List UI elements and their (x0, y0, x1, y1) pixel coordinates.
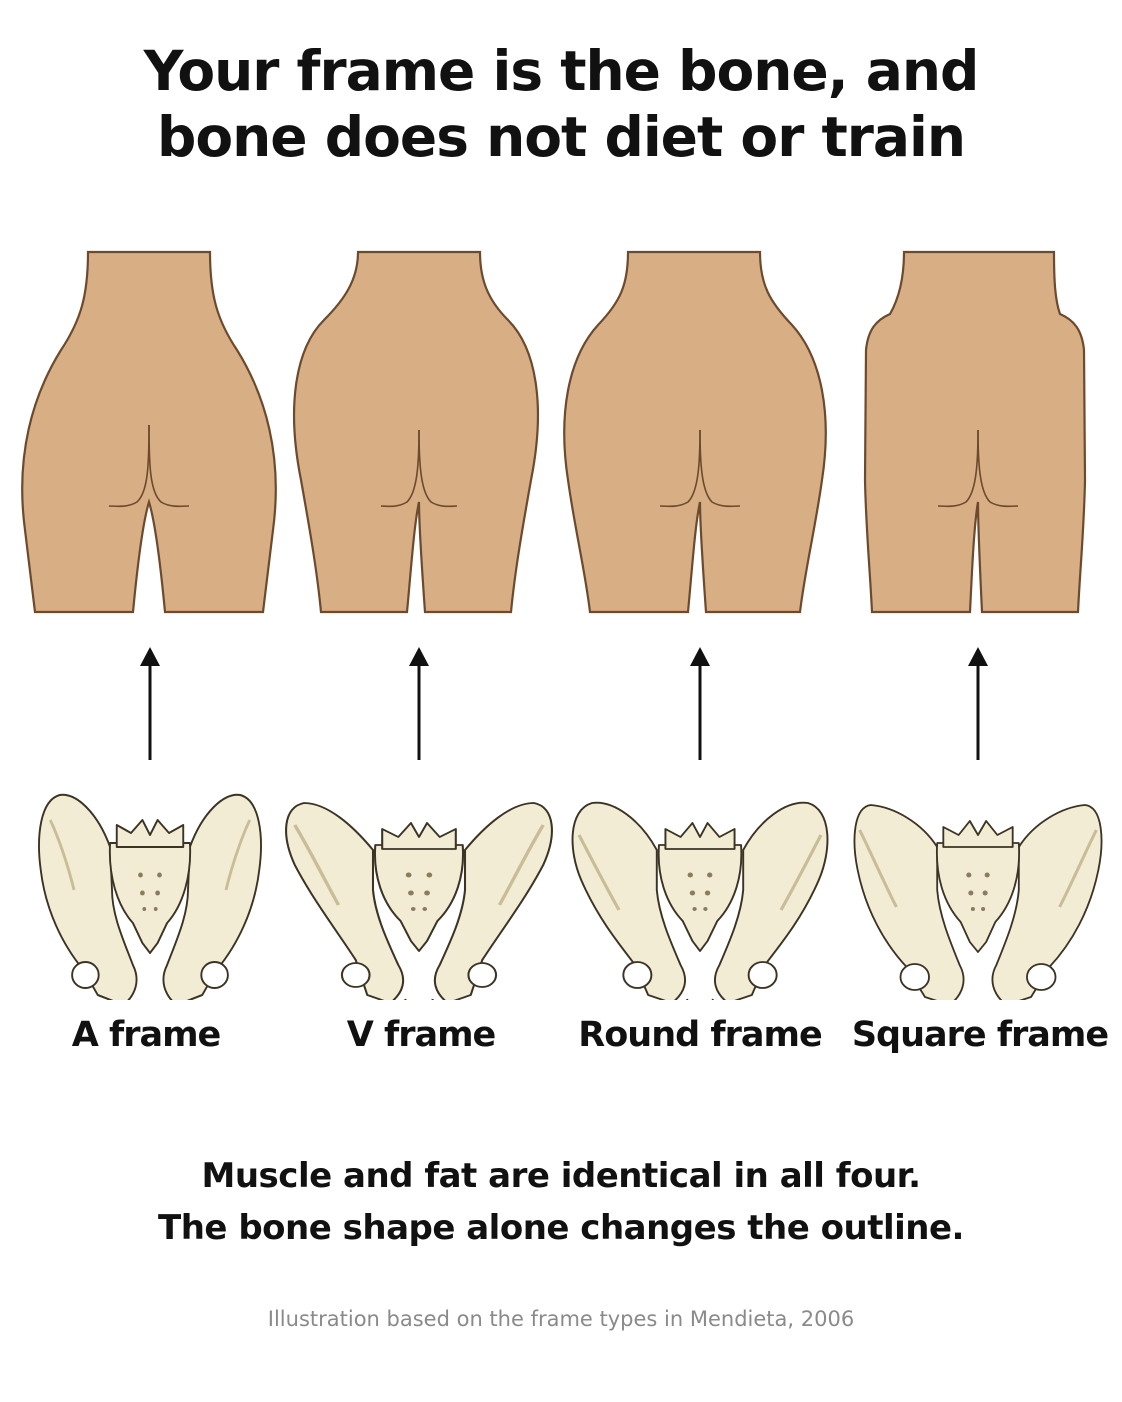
frame-label-a: A frame (71, 1015, 222, 1055)
caption-line-1: Muscle and fat are identical in all four… (201, 1156, 921, 1196)
frame-label-square: Square frame (851, 1015, 1109, 1055)
pelvis-bone-square (853, 804, 1103, 1000)
pelvis-bone-round (571, 801, 829, 1000)
body-silhouette-round (563, 250, 827, 614)
pelvis-bone-a (38, 793, 262, 1000)
body-silhouette-v (293, 250, 539, 614)
frame-column-round (560, 240, 830, 1000)
up-arrow-icon (690, 647, 710, 760)
title-line-1: Your frame is the bone, and (143, 39, 980, 103)
title-line-2: bone does not diet or train (156, 105, 966, 169)
page-title: Your frame is the bone, and bone does no… (0, 38, 1122, 170)
pelvis-bone-v (285, 802, 553, 1000)
caption: Muscle and fat are identical in all four… (0, 1150, 1122, 1254)
up-arrow-icon (968, 647, 988, 760)
frame-figures (0, 240, 1122, 1000)
source-credit: Illustration based on the frame types in… (267, 1307, 855, 1331)
frame-column-v (283, 240, 553, 1000)
frame-column-square (842, 240, 1112, 1000)
up-arrow-icon (140, 647, 160, 760)
up-arrow-icon (409, 647, 429, 760)
caption-line-2: The bone shape alone changes the outline… (158, 1208, 964, 1248)
body-silhouette-square (863, 250, 1087, 614)
frame-label-v: V frame (346, 1015, 497, 1055)
frame-label-round: Round frame (578, 1015, 822, 1055)
frame-column-a (15, 240, 285, 1000)
